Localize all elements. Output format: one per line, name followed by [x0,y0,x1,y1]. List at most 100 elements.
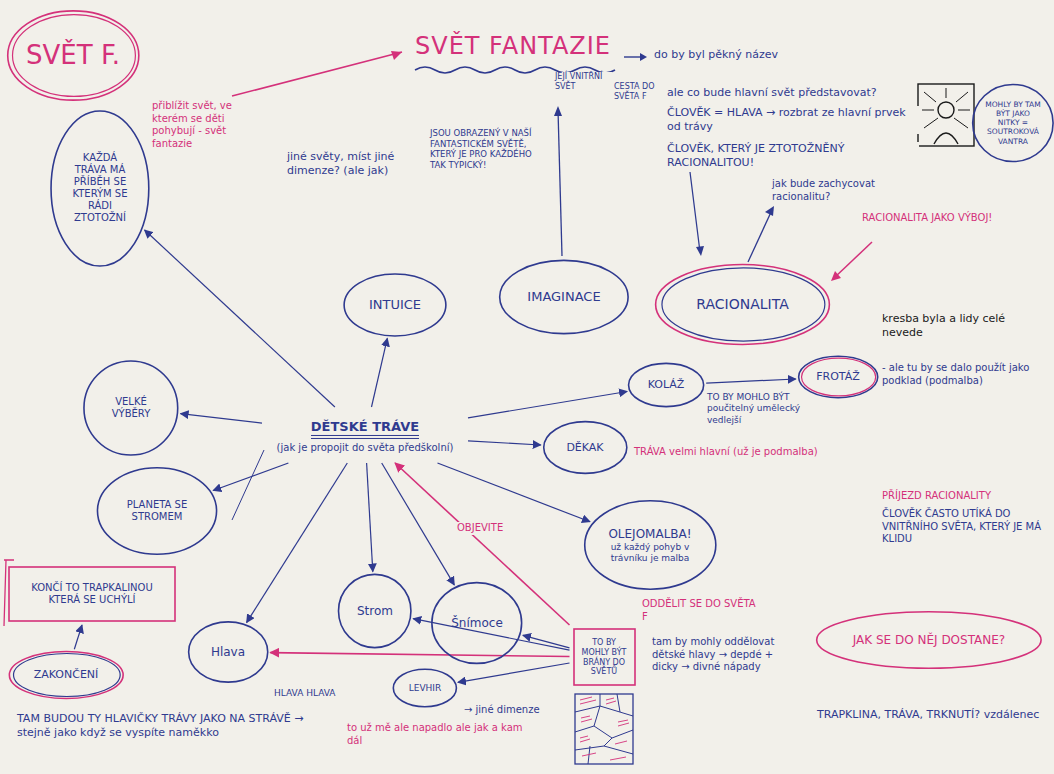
pink-arrow-head [391,51,402,60]
element-circle: Šnímoce [430,580,524,666]
idea-oval: KAŽDÁ TRÁVA MÁ PŘÍBĚH SE KTERÝM SE RÁDI … [49,106,151,271]
node-content: KAŽDÁ TRÁVA MÁ PŘÍBĚH SE KTERÝM SE RÁDI … [65,152,134,225]
technique-oval: DĚKAK [542,420,629,475]
connector-arrow [213,463,288,491]
oval-border [817,612,1041,668]
connector-arrow [458,663,570,682]
discharge-arrow-head [831,271,841,281]
oval-border [188,622,267,682]
oval-border [543,422,626,474]
concept-oval: RACIONALITA [652,262,833,347]
down-arrow-head [696,246,704,256]
oval-border [584,501,715,589]
element-circle: LEVHIR [392,668,458,708]
world-circle: SVĚT F. [5,8,142,103]
node-note: (jak je propojit do světa předškolní) [273,442,457,454]
node-title: FROTÁŽ [810,370,865,383]
technique-oval: OLEJOMALBA!už každý pohyb v trávníku je … [582,498,719,592]
node-title: KAŽDÁ TRÁVA MÁ PŘÍBĚH SE KTERÝM SE RÁDI … [65,152,134,225]
node-content: LEVHIR [403,683,446,694]
connector-arrow [468,392,627,418]
node-title: RACIONALITA [680,296,806,313]
node-content: Šnímoce [446,616,509,631]
node-title: JAK SE DO NĚJ DOSTANE? [847,633,1011,648]
connector-arrow [270,653,569,657]
handwritten-note: OBJEVITE [455,522,505,535]
handwritten-note: jak bude zachycovat racionalitu? [770,178,904,203]
node-title: MOHLY BY TAM BÝT JAKO NITKY = SOUTROKOVÁ… [985,100,1041,146]
connector-arrow [247,463,348,623]
handwritten-note: → jiné dimenze [462,704,542,717]
handwritten-note: RACIONALITA JAKO VÝBOJ! [860,212,994,225]
map-title: SVĚT FANTAZIE [412,32,614,60]
oval-border [84,361,178,455]
node-content: JAK SE DO NĚJ DOSTANE? [847,633,1011,648]
scribble-arrow [232,450,264,520]
oval-border [973,84,1053,161]
node-title: Šnímoce [446,616,509,631]
idea-oval: PLANETA SE STROMEM [95,465,219,557]
connector-arrow [468,441,541,445]
connector-arrow [145,230,335,407]
handwritten-note: TRÁVA velmi hlavní (už je podmalba) [632,446,820,459]
connector-arrow [372,338,388,407]
node-content: TO BY MOHLY BÝT BRÁNY DO SVĚTŮ [578,638,631,677]
oval-border [662,268,825,341]
oval-border [500,260,628,333]
gate-frame [575,694,633,764]
oval-border [432,583,522,664]
handwritten-note: do by byl pěkný název [652,48,780,62]
node-content: OLEJOMALBA!už každý pohyb v trávníku je … [603,527,697,564]
discharge-arrow [834,242,872,278]
connector-arrow [74,625,82,649]
handwritten-note: JEJÍ VNITŘNÍ SVĚT [553,72,612,92]
node-title: DĚKAK [556,441,614,454]
connector-arrow [523,635,570,648]
box-border [574,629,635,685]
node-content: KOLÁŽ [640,378,692,391]
oval-border [51,111,149,266]
gate-box: TO BY MOHLY BÝT BRÁNY DO SVĚTŮ [573,628,636,686]
oval-border [344,274,446,336]
technique-oval: KOLÁŽ [627,362,705,408]
node-content: KONČÍ TO TRAPKALINOU KTERÁ SE UCHÝLÍ [15,582,170,606]
node-title: ZAKONČENÍ [26,668,107,681]
element-circle: Hlava [187,620,269,684]
face-head [938,102,954,118]
oval-border [97,468,216,554]
handwritten-note: TO BY MOHLO BÝT poučitelný umělecký vedl… [705,392,804,426]
box-border [9,567,175,621]
handwritten-note: CESTA DO SVĚTA F [612,82,664,102]
node-title: PLANETA SE STROMEM [114,499,199,523]
node-title: Strom [350,604,400,619]
idea-oval: VELKÉ VÝBĚRY [82,358,180,458]
gate-cells [575,694,633,764]
connector-arrow [706,379,796,383]
oval-border [628,363,703,406]
oval-border [801,358,875,396]
node-content: PLANETA SE STROMEM [114,499,199,523]
handwritten-note: PŘÍJEZD RACIONALITY [880,490,993,503]
handwritten-note: kresba byla a lidy celé nevede [880,312,1049,340]
pink-arrow [232,52,402,96]
connector-arrow [438,463,591,522]
handwritten-note: HLAVA HLAVA [272,688,337,699]
note-oval: MOHLY BY TAM BÝT JAKO NITKY = SOUTROKOVÁ… [971,82,1054,164]
imagination-arrow-head [554,106,562,116]
node-title: DĚTSKÉ TRÁVE [311,419,419,439]
node-title: KOLÁŽ [640,378,692,391]
oval-border [393,669,456,707]
node-note: už každý pohyb v trávníku je malba [603,541,697,563]
node-title: Hlava [200,645,255,660]
connector-arrow [382,463,455,585]
node-title: TO BY MOHLY BÝT BRÁNY DO SVĚTŮ [578,638,631,677]
rationality-arrow-head [765,206,774,216]
face-rays [922,88,970,128]
node-content: DĚKAK [556,441,614,454]
handwritten-note: jiné světy, míst jiné dimenze? (ale jak) [285,150,424,178]
face-illustration [918,84,974,146]
small-arrow-head [640,53,647,61]
oval-border [9,652,123,699]
handwritten-note: tam by mohly oddělovat dětské hlavy → de… [650,636,804,674]
